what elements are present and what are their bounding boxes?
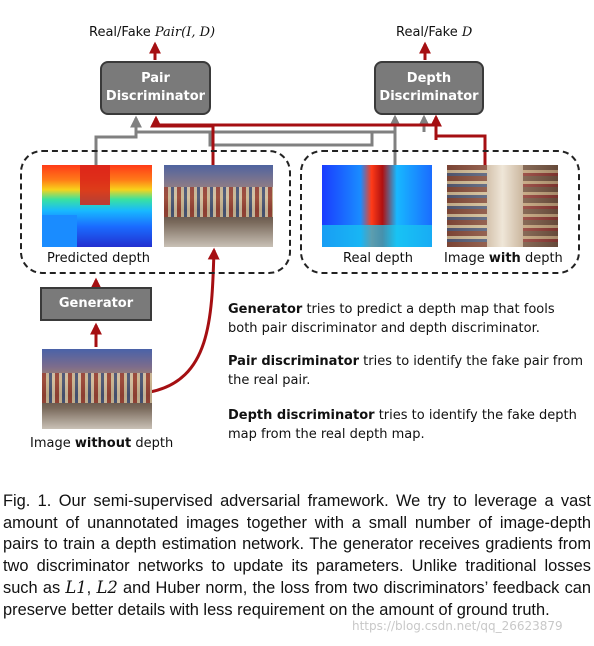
generator-box: Generator xyxy=(40,287,152,321)
real-pair-group xyxy=(300,150,580,274)
predicted-to-depth-line xyxy=(208,132,374,147)
pair-output-label: Real/Fake Pair(I, D) xyxy=(89,25,216,40)
input-image-without-depth xyxy=(42,349,152,429)
real-depth-image xyxy=(322,165,432,247)
predicted-depth-image xyxy=(42,165,152,247)
predicted-depth-label: Predicted depth xyxy=(47,251,150,266)
fake-pair-group xyxy=(20,150,291,274)
depth-discriminator-description: Depth discriminator tries to identify th… xyxy=(228,408,577,442)
generator-description: Generator tries to predict a depth map t… xyxy=(228,302,555,336)
image-without-depth-label: Image without depth xyxy=(30,436,174,451)
depth-output-label: Real/Fake D xyxy=(396,25,473,40)
image-with-depth xyxy=(447,165,558,247)
pair-discriminator-description: Pair discriminator tries to identify the… xyxy=(228,354,584,388)
figure-caption: Fig. 1. Our semi-supervised adversarial … xyxy=(3,492,591,619)
rgb-image-pair xyxy=(164,165,273,247)
image-with-depth-label: Image with depth xyxy=(444,251,563,266)
watermark: https://blog.csdn.net/qq_26623879 xyxy=(352,619,563,633)
input-to-pair-image-arrow xyxy=(149,247,220,394)
real-depth-label: Real depth xyxy=(343,251,413,266)
